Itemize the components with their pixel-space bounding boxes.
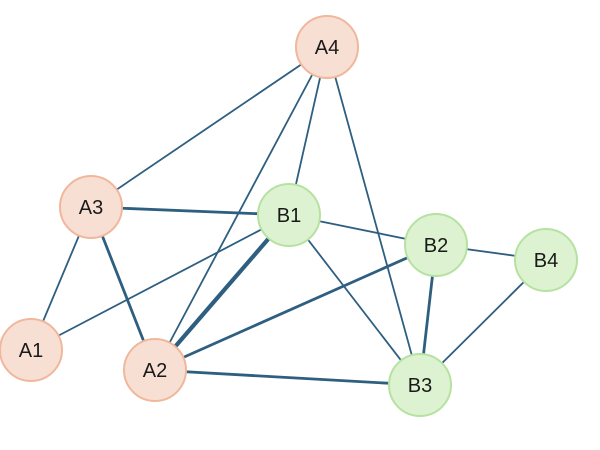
node-a2: A2 [123, 338, 187, 402]
node-circle [257, 183, 321, 247]
node-circle [295, 15, 359, 79]
node-b3: B3 [388, 353, 452, 417]
node-circle [123, 338, 187, 402]
node-circle [0, 318, 63, 382]
node-circle [388, 353, 452, 417]
edge-a3-a4 [90, 46, 328, 208]
node-a4: A4 [295, 15, 359, 79]
node-b2: B2 [404, 213, 468, 277]
node-label: A2 [143, 360, 167, 382]
edge-a4-b3 [326, 46, 421, 386]
node-label: A4 [315, 37, 339, 59]
edge-a3-b1 [89, 205, 291, 217]
node-label: B3 [408, 375, 432, 397]
node-b1: B1 [257, 183, 321, 247]
node-b4: B4 [514, 228, 578, 292]
node-a3: A3 [59, 175, 123, 239]
node-circle [59, 175, 123, 239]
edge-a2-b3 [153, 368, 422, 387]
node-circle [514, 228, 578, 292]
node-circle [404, 213, 468, 277]
node-label: A1 [19, 340, 43, 362]
node-label: A3 [79, 197, 103, 219]
edge-a2-a4 [154, 46, 328, 371]
edge-a2-b2 [153, 243, 438, 372]
node-label: B4 [534, 250, 558, 272]
node-label: B2 [424, 235, 448, 257]
node-label: B1 [277, 205, 301, 227]
node-a1: A1 [0, 318, 63, 382]
edge-a2-b1 [152, 212, 292, 373]
edge-a1-b1 [30, 214, 290, 351]
edge-b1-b3 [288, 214, 421, 386]
